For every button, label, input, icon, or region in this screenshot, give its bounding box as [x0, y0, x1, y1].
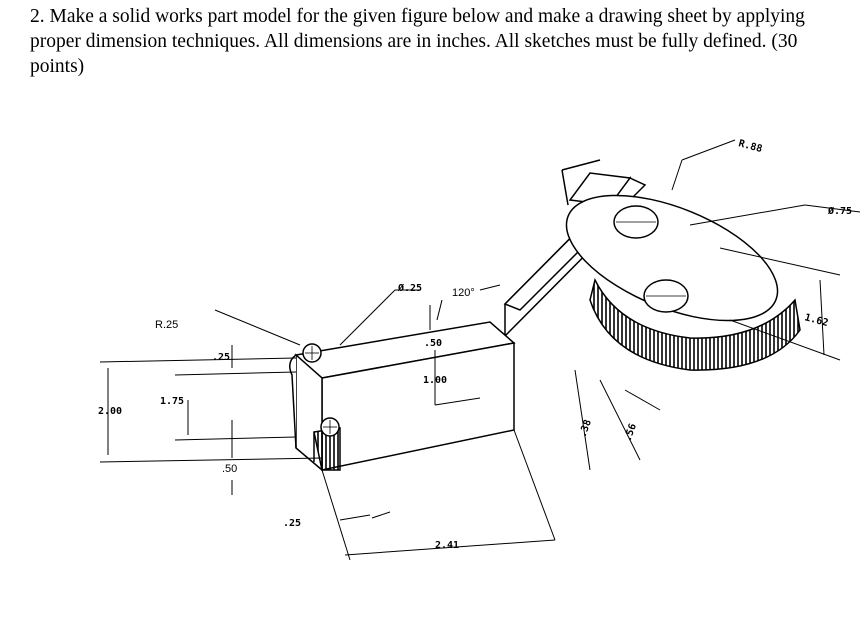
label-angle: 120°: [452, 287, 475, 299]
label-dia-top: Ø.75: [827, 205, 852, 217]
label-56: .56: [622, 422, 639, 443]
label-1-62: 1.62: [803, 312, 829, 329]
label-50-top: .50: [424, 338, 442, 349]
label-r-left: R.25: [155, 319, 178, 331]
label-25-top: .25: [212, 352, 230, 363]
label-38: .38: [577, 418, 594, 439]
label-dia-small: Ø.25: [397, 282, 422, 294]
part-geometry: [289, 159, 801, 472]
label-25-bottom: .25: [283, 518, 301, 529]
label-r-top: R.88: [737, 138, 763, 155]
label-1-00: 1.00: [423, 375, 447, 386]
label-2-41: 2.41: [435, 540, 459, 551]
problem-statement: 2. Make a solid works part model for the…: [30, 6, 805, 77]
label-2-00: 2.00: [98, 406, 122, 417]
dimension-lines: [99, 139, 861, 561]
holes: [302, 205, 689, 437]
label-1-75: 1.75: [160, 396, 184, 407]
label-50-bottom: .50: [222, 463, 237, 475]
